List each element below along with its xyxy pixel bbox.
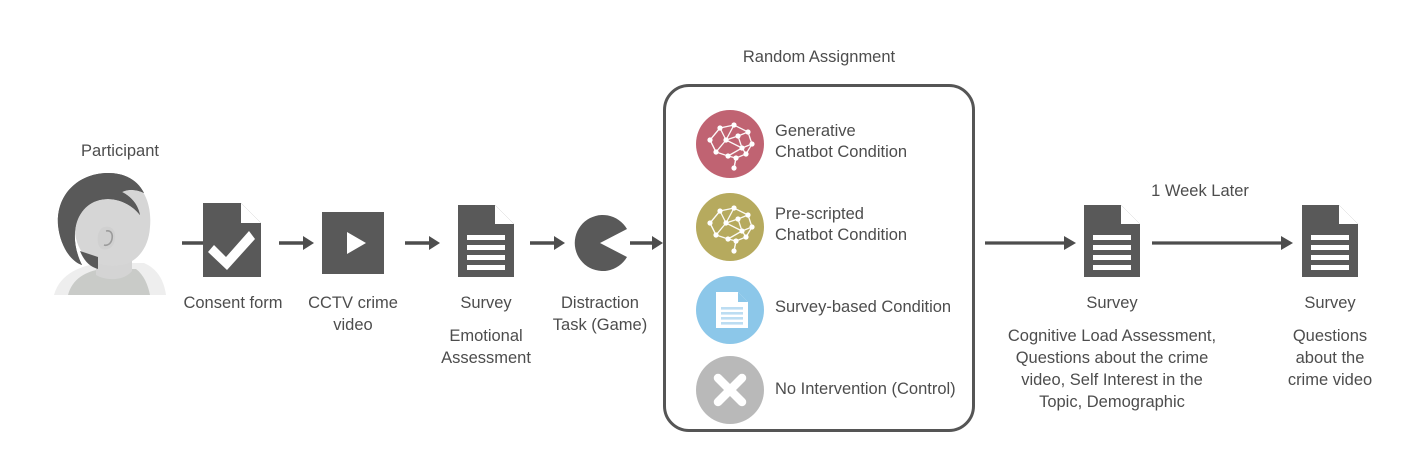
document-lines-icon-survey2 — [1084, 205, 1140, 277]
condition-generative-chatbot-circle[interactable] — [696, 110, 764, 178]
arrow-survey2-to-survey3 — [1152, 233, 1294, 253]
condition-survey-based-label: Survey-based Condition — [775, 298, 952, 316]
document-lines-icon-survey3 — [1302, 205, 1358, 277]
document-lines-icon — [716, 292, 748, 328]
brain-network-icon — [707, 122, 755, 171]
survey1-label: Survey — [460, 294, 512, 312]
brain-network-icon — [707, 205, 755, 254]
survey3-label: Survey — [1304, 294, 1356, 312]
random-assignment-title: Random Assignment — [742, 48, 896, 66]
condition-no-intervention-circle[interactable] — [696, 356, 764, 424]
condition-survey-based-circle[interactable] — [696, 276, 764, 344]
survey2-sublabel: Cognitive Load Assessment, Questions abo… — [1007, 327, 1217, 411]
distraction-task-label: Distraction Task (Game) — [552, 294, 648, 334]
condition-pre-scripted-chatbot-circle[interactable] — [696, 193, 764, 261]
document-lines-icon-survey1 — [458, 205, 514, 277]
video-play-icon — [322, 212, 384, 274]
arrow-distraction-to-assignment — [630, 233, 666, 253]
condition-no-intervention-label: No Intervention (Control) — [775, 380, 956, 398]
participant-head-icon — [40, 165, 180, 295]
arrow-consent-to-video — [279, 233, 315, 253]
arrow-survey-to-distraction — [530, 233, 566, 253]
condition-pre-scripted-chatbot-label: Pre-scripted Chatbot Condition — [775, 205, 908, 244]
arrow-assignment-to-survey2 — [985, 233, 1077, 253]
one-week-later-label: 1 Week Later — [1151, 182, 1249, 200]
survey3-sublabel: Questions about the crime video — [1287, 327, 1373, 389]
cctv-video-label: CCTV crime video — [308, 294, 398, 334]
consent-form-label: Consent form — [183, 294, 283, 312]
document-check-icon — [203, 203, 261, 277]
x-cross-icon — [713, 373, 747, 407]
condition-generative-chatbot-label: Generative Chatbot Condition — [775, 122, 908, 161]
arrow-video-to-survey — [405, 233, 441, 253]
survey2-label: Survey — [1086, 294, 1138, 312]
participant-label: Participant — [81, 142, 159, 160]
survey1-sublabel: Emotional Assessment — [441, 327, 531, 367]
pacman-game-icon — [572, 215, 628, 271]
